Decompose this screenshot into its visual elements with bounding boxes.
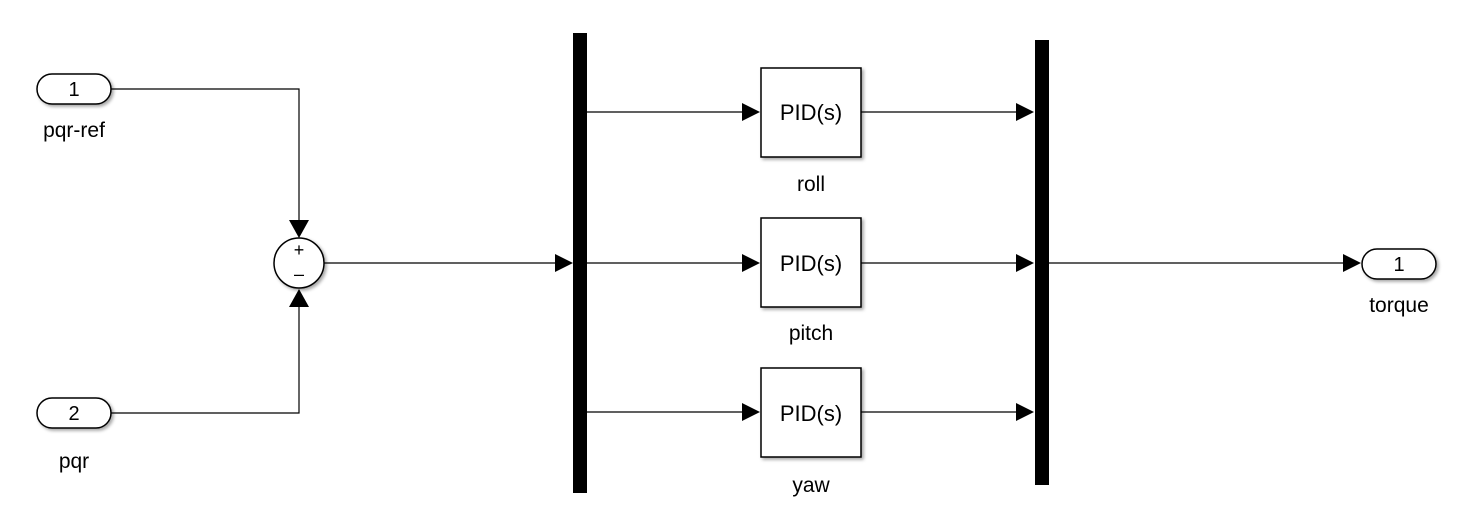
- pid-block-yaw[interactable]: PID(s): [760, 367, 862, 458]
- wire-pqr-to-sum: [111, 307, 300, 414]
- inport-2-label: pqr: [59, 450, 89, 473]
- sum-bottom-input-arrow: [289, 289, 309, 307]
- inport-2-block[interactable]: 2: [36, 397, 112, 429]
- demux-bar[interactable]: [573, 33, 587, 493]
- pid-pitch-text: PID(s): [780, 251, 842, 276]
- roll-input-arrow: [742, 103, 760, 121]
- mux-input-arrow-2: [1016, 254, 1034, 272]
- pid-pitch-label: pitch: [789, 322, 833, 345]
- pid-block-roll[interactable]: PID(s): [760, 67, 862, 158]
- sum-sign-minus: –: [294, 264, 304, 284]
- mux-input-arrow-3: [1016, 403, 1034, 421]
- sum-top-input-arrow: [289, 220, 309, 238]
- yaw-input-arrow: [742, 403, 760, 421]
- outport-input-arrow: [1343, 254, 1361, 272]
- pid-yaw-label: yaw: [792, 474, 830, 497]
- wire-pqr-ref-to-sum: [111, 88, 300, 220]
- mux-bar[interactable]: [1035, 40, 1049, 485]
- outport-1-number: 1: [1393, 254, 1404, 276]
- sum-sign-plus: +: [294, 240, 305, 260]
- pitch-input-arrow: [742, 254, 760, 272]
- inport-2-number: 2: [68, 403, 79, 425]
- sum-block[interactable]: + –: [273, 237, 325, 289]
- outport-1-label: torque: [1369, 294, 1429, 317]
- inport-1-label: pqr-ref: [43, 119, 105, 142]
- mux-input-arrow-1: [1016, 103, 1034, 121]
- inport-1-block[interactable]: 1: [36, 73, 112, 105]
- inport-1-number: 1: [68, 79, 79, 101]
- pid-roll-label: roll: [797, 173, 825, 196]
- outport-1-block[interactable]: 1: [1361, 248, 1437, 280]
- pid-block-pitch[interactable]: PID(s): [760, 217, 862, 308]
- pid-roll-text: PID(s): [780, 100, 842, 125]
- pid-yaw-text: PID(s): [780, 401, 842, 426]
- demux-input-arrow: [555, 254, 573, 272]
